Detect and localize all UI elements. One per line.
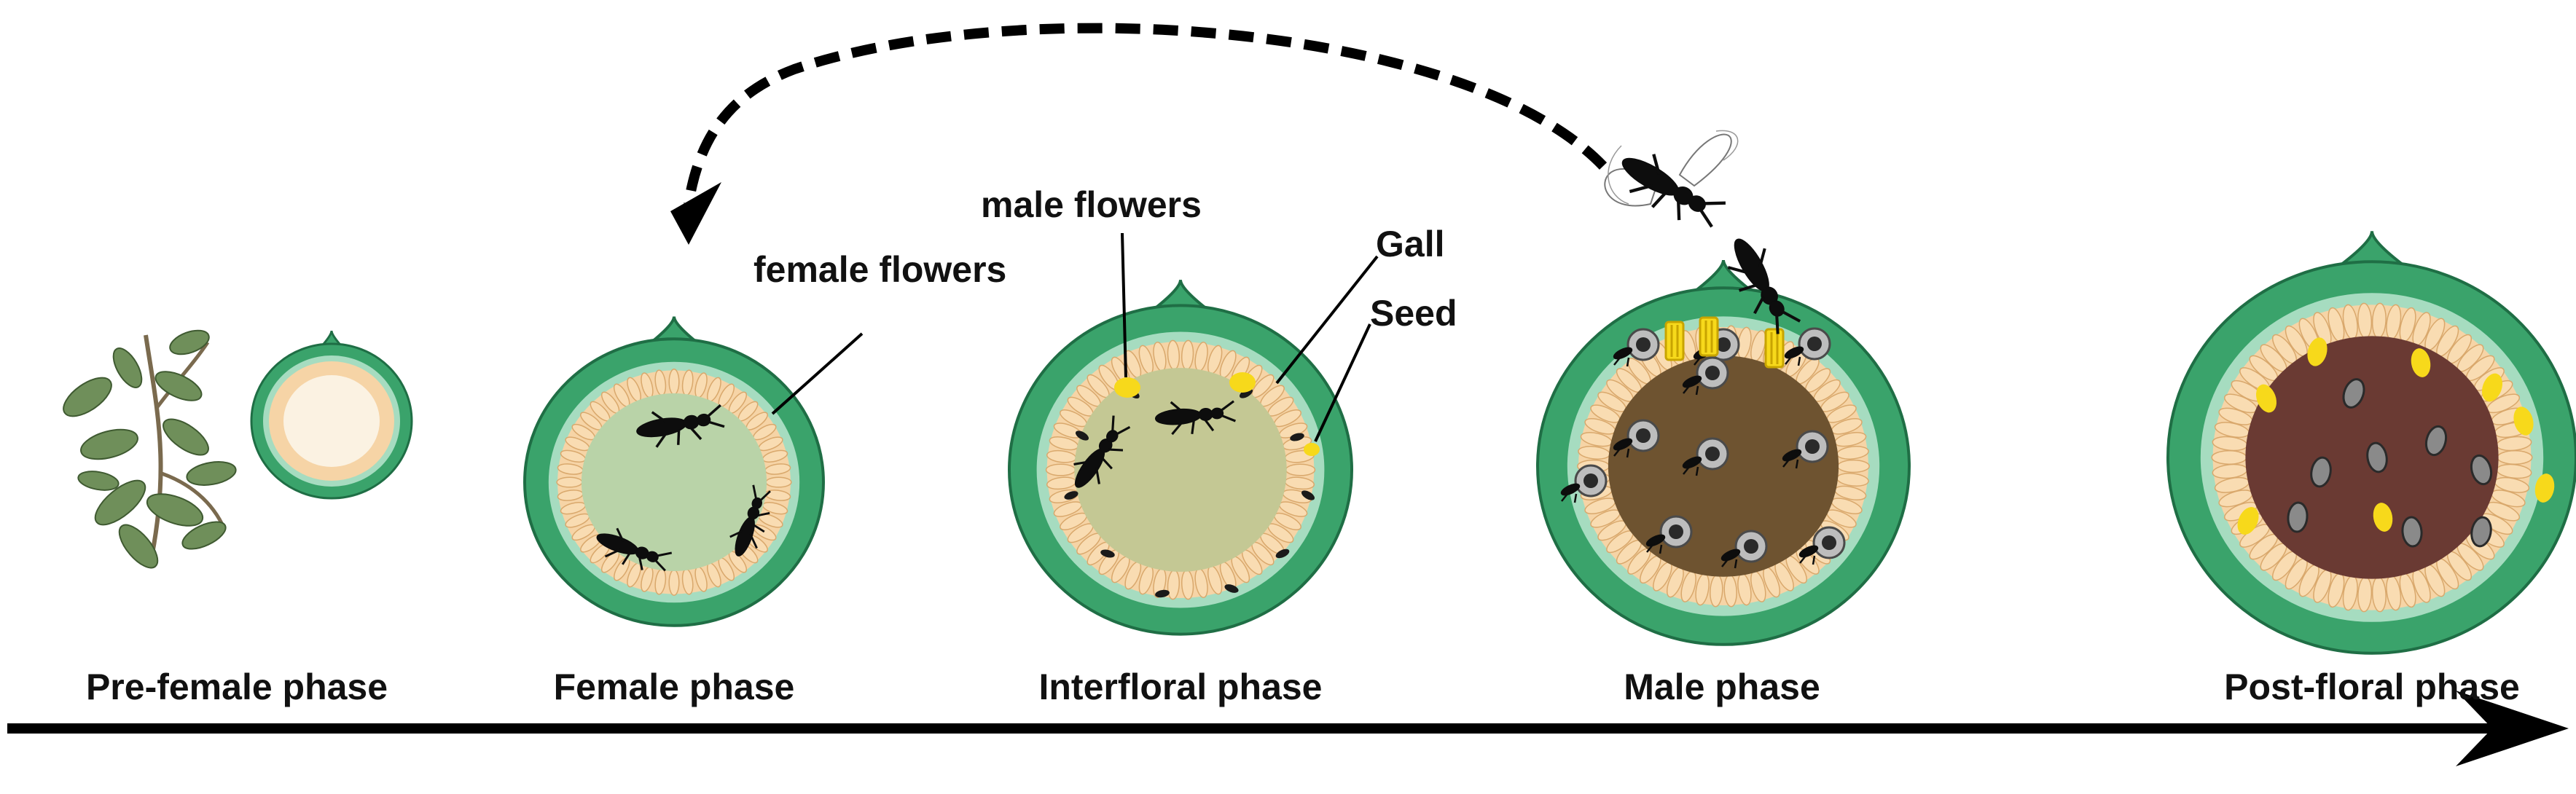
winged-wasp-icon xyxy=(1604,130,1739,237)
ripe-seed-mark xyxy=(2411,348,2431,377)
floret xyxy=(1045,463,1076,476)
fig-pre-female xyxy=(250,330,413,500)
leaf xyxy=(112,347,143,388)
seed-mark xyxy=(1275,549,1290,559)
leaf xyxy=(186,461,237,486)
ripe-seed-mark xyxy=(2237,507,2259,535)
floret xyxy=(556,476,583,488)
fig-interfloral-phase xyxy=(1008,279,1353,636)
leaf xyxy=(77,471,120,491)
empty-gall-mark xyxy=(2342,378,2365,409)
gall-label: Gall xyxy=(1376,224,1445,264)
ostiole xyxy=(2335,230,2409,268)
seed-mark xyxy=(1224,584,1239,593)
fig-cavity xyxy=(1608,355,1839,577)
fig-cavity xyxy=(1074,368,1287,572)
branch-stem xyxy=(144,334,163,569)
fig-branch-icon xyxy=(63,329,237,569)
phase-label-female: Female phase xyxy=(553,667,795,707)
seed-mark xyxy=(1100,549,1115,558)
fig-female-phase xyxy=(523,316,825,627)
ostiole xyxy=(1148,279,1213,312)
dashed-cycle-arrow-icon xyxy=(684,23,1608,205)
floret xyxy=(1837,459,1870,473)
leaf xyxy=(63,377,112,417)
leaf xyxy=(181,521,227,550)
male-flowers-label: male flowers xyxy=(981,184,1202,225)
timeline-bar xyxy=(7,723,2492,734)
seed-leader-line xyxy=(1314,323,1371,442)
male-flower-mark xyxy=(1304,443,1320,456)
wasp-wing xyxy=(1678,133,1732,187)
floret xyxy=(668,569,680,596)
seed-mark xyxy=(1075,431,1089,441)
floret xyxy=(1285,463,1316,476)
fig-male-phase xyxy=(1536,259,1911,646)
male-flower-mark xyxy=(1229,372,1256,393)
seed-mark xyxy=(1064,491,1078,500)
male-flower-mark xyxy=(1114,377,1140,398)
female-flowers-label: female flowers xyxy=(753,249,1007,290)
floret xyxy=(2211,450,2247,465)
empty-gall-mark xyxy=(2287,501,2309,533)
leaf xyxy=(154,371,203,401)
leaf xyxy=(94,479,146,526)
fig-post-floral-phase xyxy=(2166,230,2576,655)
ripe-seed-mark xyxy=(2373,503,2393,532)
gall-leader-line xyxy=(1275,255,1379,385)
cycle-arrow-head xyxy=(670,182,721,245)
empty-gall-mark xyxy=(2470,454,2493,486)
ripe-seed-mark xyxy=(2481,373,2503,402)
empty-gall-mark xyxy=(2470,516,2492,548)
fig-cavity xyxy=(581,393,767,572)
phase-label-post-floral: Post-floral phase xyxy=(2224,667,2520,707)
seed-mark xyxy=(1290,433,1304,441)
leaf xyxy=(80,428,138,460)
phase-label-pre-female: Pre-female phase xyxy=(85,667,388,707)
phase-label-male: Male phase xyxy=(1624,667,1820,707)
ostiole xyxy=(646,316,702,345)
phase-label-interfloral: Interfloral phase xyxy=(1038,667,1323,707)
branch-twig xyxy=(161,471,224,526)
floret xyxy=(765,476,792,488)
wing-vein xyxy=(1608,145,1629,205)
fig-cavity xyxy=(283,375,380,467)
leaf xyxy=(169,329,210,355)
empty-gall-mark xyxy=(2401,516,2423,548)
male-flowers-leader-line xyxy=(1121,232,1127,378)
seed-mark xyxy=(1301,490,1315,500)
ostiole xyxy=(1689,259,1758,294)
ripe-seed-mark xyxy=(2307,337,2328,366)
branch-twig xyxy=(155,341,210,409)
leaf xyxy=(163,418,209,456)
seed-mark xyxy=(1155,589,1170,598)
ripe-seed-mark xyxy=(2513,406,2534,436)
anther-pollen-sac xyxy=(1699,316,1719,357)
floret xyxy=(668,369,680,396)
empty-gall-mark xyxy=(2310,456,2332,488)
wing-vein xyxy=(1715,130,1739,161)
empty-gall-mark xyxy=(2366,441,2388,473)
ripe-seed-mark xyxy=(2534,473,2555,503)
empty-gall-mark xyxy=(2424,425,2448,457)
leaf xyxy=(118,524,159,569)
leaf xyxy=(146,493,204,527)
anther-pollen-sac xyxy=(1764,328,1785,369)
timeline-arrow-icon xyxy=(2456,691,2569,766)
ripe-seed-mark xyxy=(2255,384,2277,413)
anther-pollen-sac xyxy=(1664,321,1685,361)
seed-label: Seed xyxy=(1370,293,1457,334)
floret xyxy=(2497,450,2533,465)
female-flowers-leader-line xyxy=(771,332,864,415)
